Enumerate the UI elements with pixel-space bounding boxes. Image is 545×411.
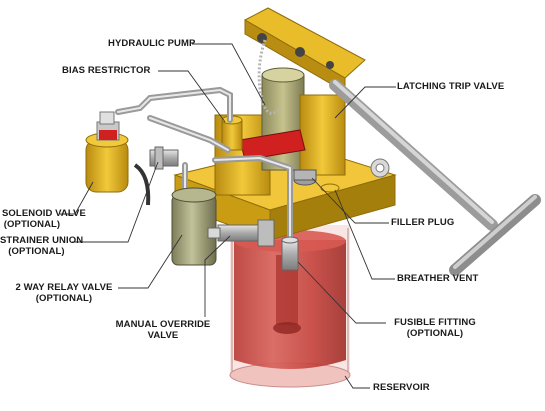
- leader-reservoir: [344, 375, 370, 389]
- relay-valve-subtitle: (OPTIONAL): [35, 293, 93, 304]
- relay-valve: [171, 187, 217, 266]
- tubing: [115, 86, 293, 243]
- label-solenoid-valve: SOLENOID VALVE (OPTIONAL): [2, 208, 86, 230]
- label-filler-plug: FILLER PLUG: [391, 217, 455, 228]
- solenoid-valve: [85, 111, 151, 206]
- leader-bias-restrictor: [158, 70, 226, 123]
- leader-breather-vent: [334, 189, 395, 280]
- leader-hydraulic-pump: [192, 43, 266, 106]
- leader-solenoid-valve: [60, 181, 94, 215]
- label-bias-restrictor: BIAS RESTRICTOR: [62, 65, 151, 76]
- label-breather-vent: BREATHER VENT: [397, 273, 479, 284]
- relay-valve-title: 2 WAY RELAY VALVE: [15, 282, 113, 293]
- label-relay-valve: 2 WAY RELAY VALVE (OPTIONAL): [8, 282, 120, 304]
- solenoid-valve-subtitle: (OPTIONAL): [3, 219, 61, 230]
- leader-manual-override: [204, 235, 231, 317]
- pump-handle: [329, 79, 541, 276]
- label-latching-trip-valve: LATCHING TRIP VALVE: [397, 81, 505, 92]
- leader-latching-trip-valve: [334, 86, 396, 119]
- manual-override-subtitle: VALVE: [147, 330, 179, 341]
- latching-handle: [239, 129, 306, 161]
- label-hydraulic-pump: HYDRAULIC PUMP: [108, 38, 196, 49]
- fusible-fitting-title: FUSIBLE FITTING: [394, 317, 476, 328]
- leader-fusible-fitting: [297, 261, 386, 324]
- fusible-fitting: [281, 236, 299, 271]
- leader-lines: [60, 43, 396, 389]
- strainer-union-title: STRAINER UNION: [0, 235, 84, 246]
- label-manual-override: MANUAL OVERRIDE VALVE: [108, 319, 218, 341]
- filler-plug: [293, 169, 317, 186]
- strainer-union: [149, 146, 179, 170]
- solenoid-valve-title: SOLENOID VALVE: [2, 208, 86, 219]
- label-fusible-fitting: FUSIBLE FITTING (OPTIONAL): [386, 317, 484, 339]
- strainer-union-subtitle: (OPTIONAL): [8, 246, 65, 257]
- label-strainer-union: STRAINER UNION (OPTIONAL): [0, 235, 84, 257]
- leader-strainer-union: [72, 161, 159, 243]
- fusible-fitting-subtitle: (OPTIONAL): [406, 328, 464, 339]
- label-reservoir: RESERVOIR: [373, 382, 430, 393]
- manual-override-title: MANUAL OVERRIDE: [115, 319, 211, 330]
- leader-filler-plug: [311, 177, 389, 224]
- leader-relay-valve: [118, 234, 183, 289]
